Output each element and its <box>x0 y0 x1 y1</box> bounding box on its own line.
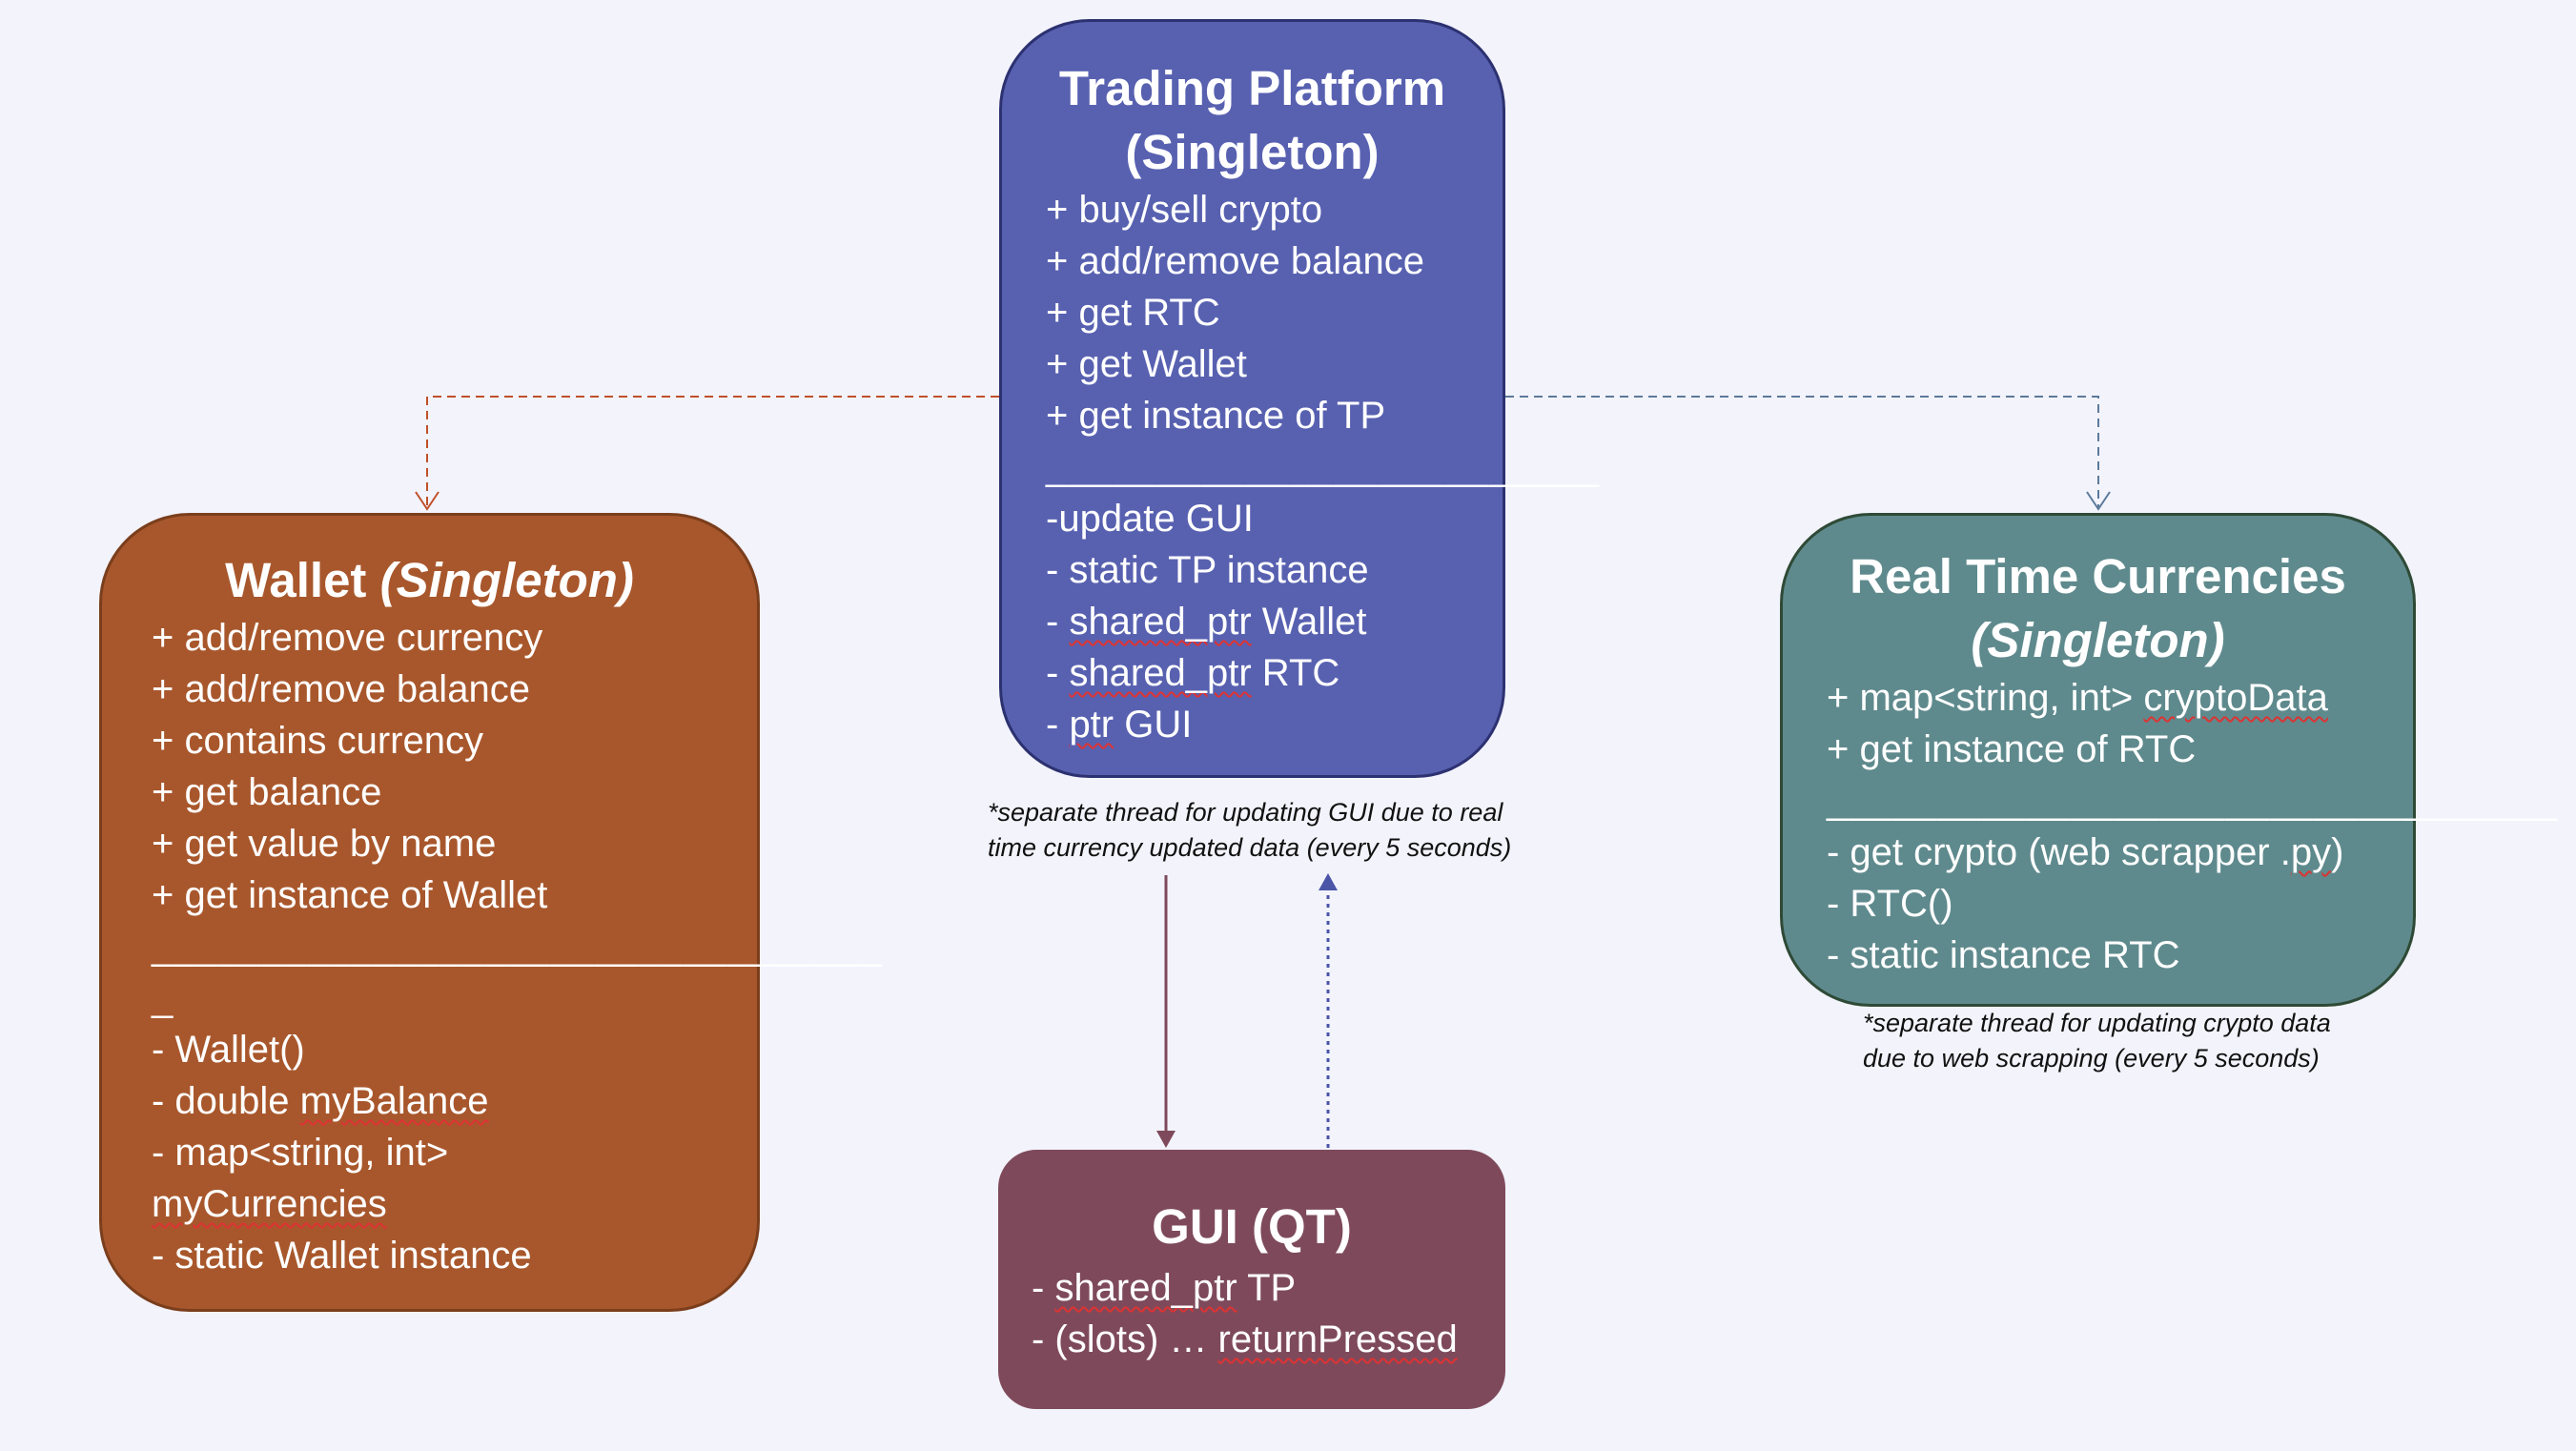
tp-thread-note-line2: time currency updated data (every 5 seco… <box>988 833 1512 862</box>
gui-to-tp-arrowhead <box>1319 873 1338 890</box>
trading-platform-title-line2: (Singleton) <box>1125 125 1380 179</box>
tp-to-wallet-connector <box>426 396 999 509</box>
tp-member: - shared_ptr RTC <box>1046 652 1340 694</box>
wallet-member: - double myBalance <box>152 1080 489 1122</box>
gui-title: GUI (QT) <box>1152 1199 1352 1254</box>
wallet-method: + contains currency <box>152 720 483 762</box>
rtc-thread-note-line1: *separate thread for updating crypto dat… <box>1863 1009 2331 1037</box>
rtc-method: + map<string, int> cryptoData <box>1827 677 2328 719</box>
rtc-thread-note-line2: due to web scrapping (every 5 seconds) <box>1863 1044 2320 1073</box>
tp-member: - shared_ptr Wallet <box>1046 601 1367 643</box>
rtc-separator: _________________________________ <box>1827 780 2559 822</box>
trading-platform-title-line1: Trading Platform <box>1058 61 1446 115</box>
wallet-member: myCurrencies <box>152 1183 387 1225</box>
rtc-thread-note: *separate thread for updating crypto dat… <box>1863 1006 2331 1076</box>
rtc-member: - static instance RTC <box>1827 934 2180 976</box>
tp-method: + buy/sell crypto <box>1046 189 1323 231</box>
rtc-title-line1: Real Time Currencies <box>1850 549 2346 603</box>
wallet-member: - Wallet() <box>152 1029 305 1071</box>
tp-method: + add/remove balance <box>1046 240 1424 282</box>
gui-box: GUI (QT) - shared_ptr TP - (slots) … ret… <box>998 1150 1505 1409</box>
wallet-member: - map<string, int> <box>152 1132 449 1174</box>
tp-method: + get Wallet <box>1046 343 1247 385</box>
gui-member: - shared_ptr TP <box>1032 1267 1297 1309</box>
tp-member: - ptr GUI <box>1046 704 1193 746</box>
wallet-separator-tail: _ <box>152 977 174 1019</box>
wallet-title: Wallet (Singleton) <box>225 553 634 607</box>
tp-to-gui-arrowhead <box>1156 1131 1176 1148</box>
gui-member: - (slots) … returnPressed <box>1032 1318 1458 1360</box>
wallet-method: + get instance of Wallet <box>152 874 548 916</box>
tp-member: - static TP instance <box>1046 549 1369 591</box>
wallet-method: + get balance <box>152 771 382 813</box>
tp-to-rtc-arrowhead <box>2086 491 2111 511</box>
rtc-member: - get crypto (web scrapper .py) <box>1827 831 2344 873</box>
tp-thread-note: *separate thread for updating GUI due to… <box>988 795 1511 866</box>
wallet-method: + add/remove currency <box>152 617 543 659</box>
tp-to-wallet-arrowhead <box>415 491 440 511</box>
wallet-box: Wallet (Singleton) + add/remove currency… <box>99 513 884 1312</box>
tp-to-rtc-connector <box>1505 396 2099 509</box>
tp-thread-note-line1: *separate thread for updating GUI due to… <box>988 798 1503 827</box>
wallet-member: - static Wallet instance <box>152 1235 532 1277</box>
tp-member: -update GUI <box>1046 498 1254 540</box>
tp-method: + get instance of TP <box>1046 395 1386 437</box>
rtc-box: Real Time Currencies (Singleton) + map<s… <box>1780 513 2559 1007</box>
tp-method: + get RTC <box>1046 292 1220 334</box>
wallet-method: + get value by name <box>152 823 497 865</box>
wallet-separator: _________________________________ <box>152 926 884 968</box>
wallet-method: + add/remove balance <box>152 668 530 710</box>
rtc-member: - RTC() <box>1827 883 1953 925</box>
rtc-method: + get instance of RTC <box>1827 728 2197 770</box>
rtc-title-line2: (Singleton) <box>1971 613 2225 667</box>
tp-separator: _________________________ <box>1046 446 1601 488</box>
trading-platform-box: Trading Platform (Singleton) + buy/sell … <box>999 19 1601 778</box>
